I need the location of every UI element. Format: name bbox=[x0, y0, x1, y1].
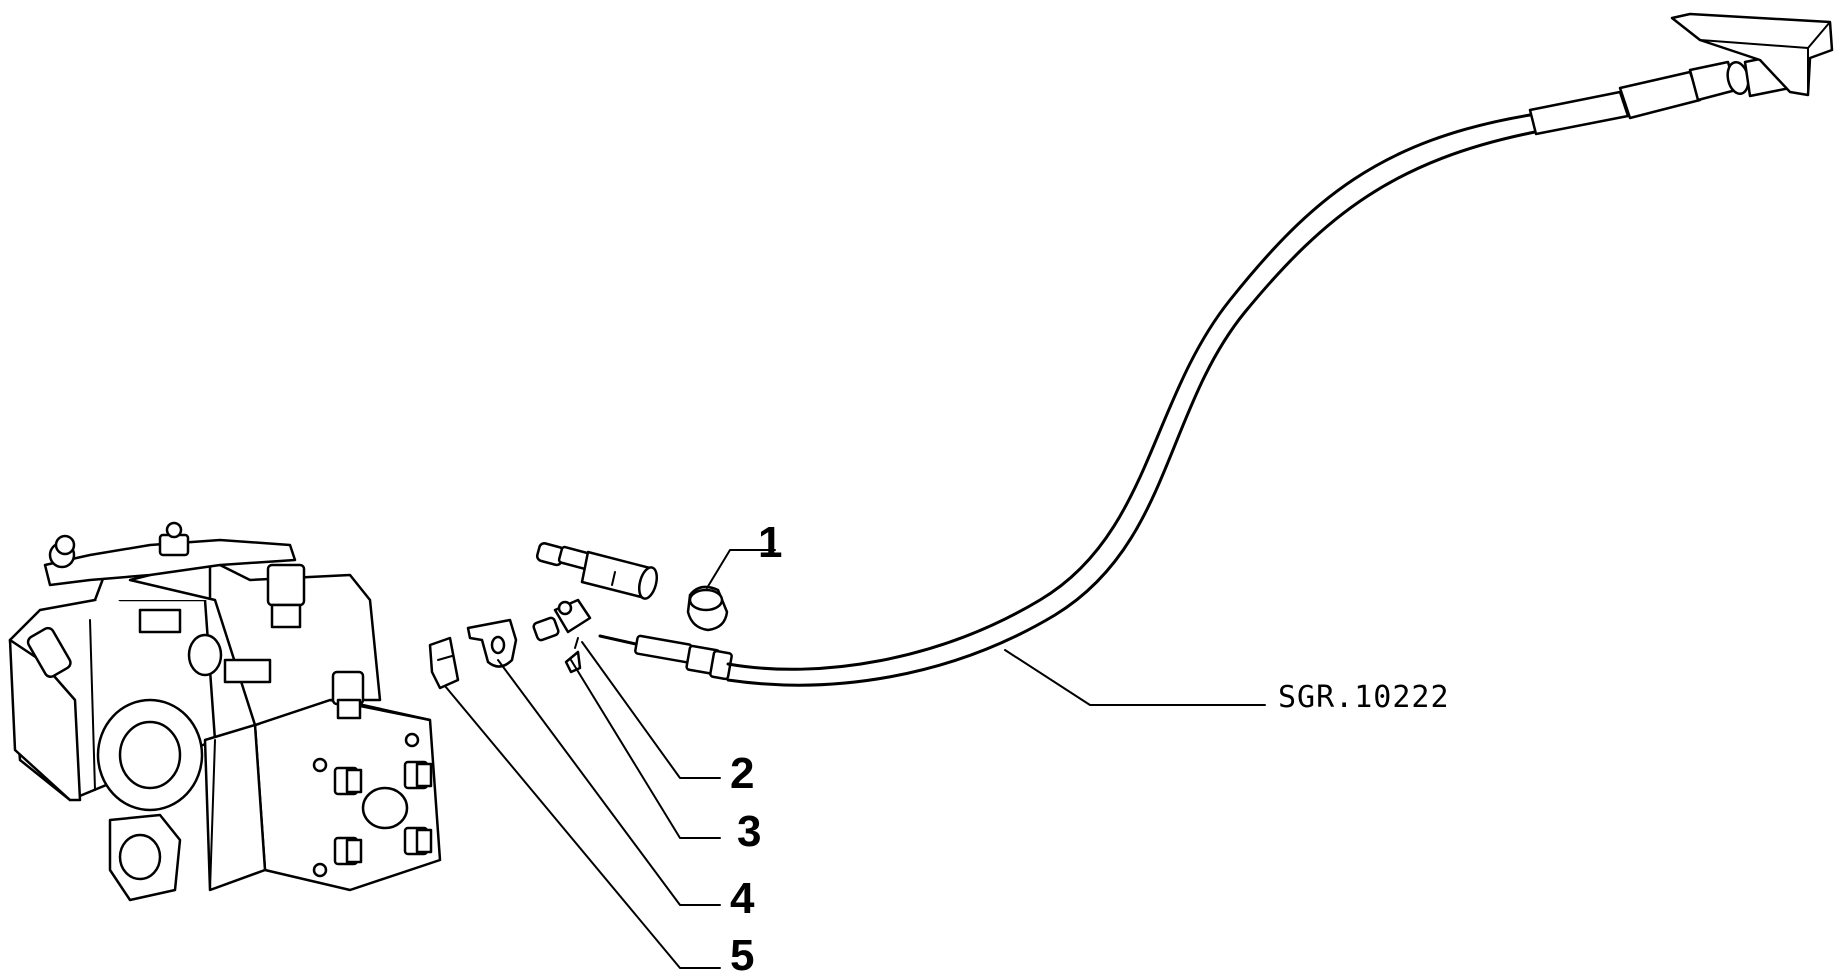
mounting-bracket bbox=[466, 618, 518, 668]
leader-3 bbox=[570, 659, 721, 839]
sleeve-pin bbox=[535, 542, 659, 600]
leader-lines bbox=[444, 549, 1266, 969]
leader-5 bbox=[444, 685, 721, 969]
injection-pump bbox=[8, 521, 442, 902]
cap bbox=[686, 585, 729, 632]
leader-ref bbox=[1004, 649, 1266, 706]
callout-2: 2 bbox=[730, 749, 754, 798]
head-fittings bbox=[312, 732, 433, 878]
swivel-fitting bbox=[532, 598, 592, 642]
callout-1: 1 bbox=[758, 518, 782, 567]
leader-1 bbox=[706, 549, 776, 589]
callout-5: 5 bbox=[730, 931, 754, 973]
small-screw bbox=[564, 637, 582, 674]
leader-4 bbox=[497, 659, 721, 906]
spring-clip bbox=[428, 636, 460, 690]
callout-3: 3 bbox=[737, 807, 761, 856]
leader-2 bbox=[581, 641, 721, 779]
callout-4: 4 bbox=[730, 874, 755, 923]
accelerator-cable bbox=[598, 12, 1834, 687]
pedal-bracket bbox=[1670, 12, 1834, 97]
reference-code: SGR.10222 bbox=[1278, 680, 1450, 715]
